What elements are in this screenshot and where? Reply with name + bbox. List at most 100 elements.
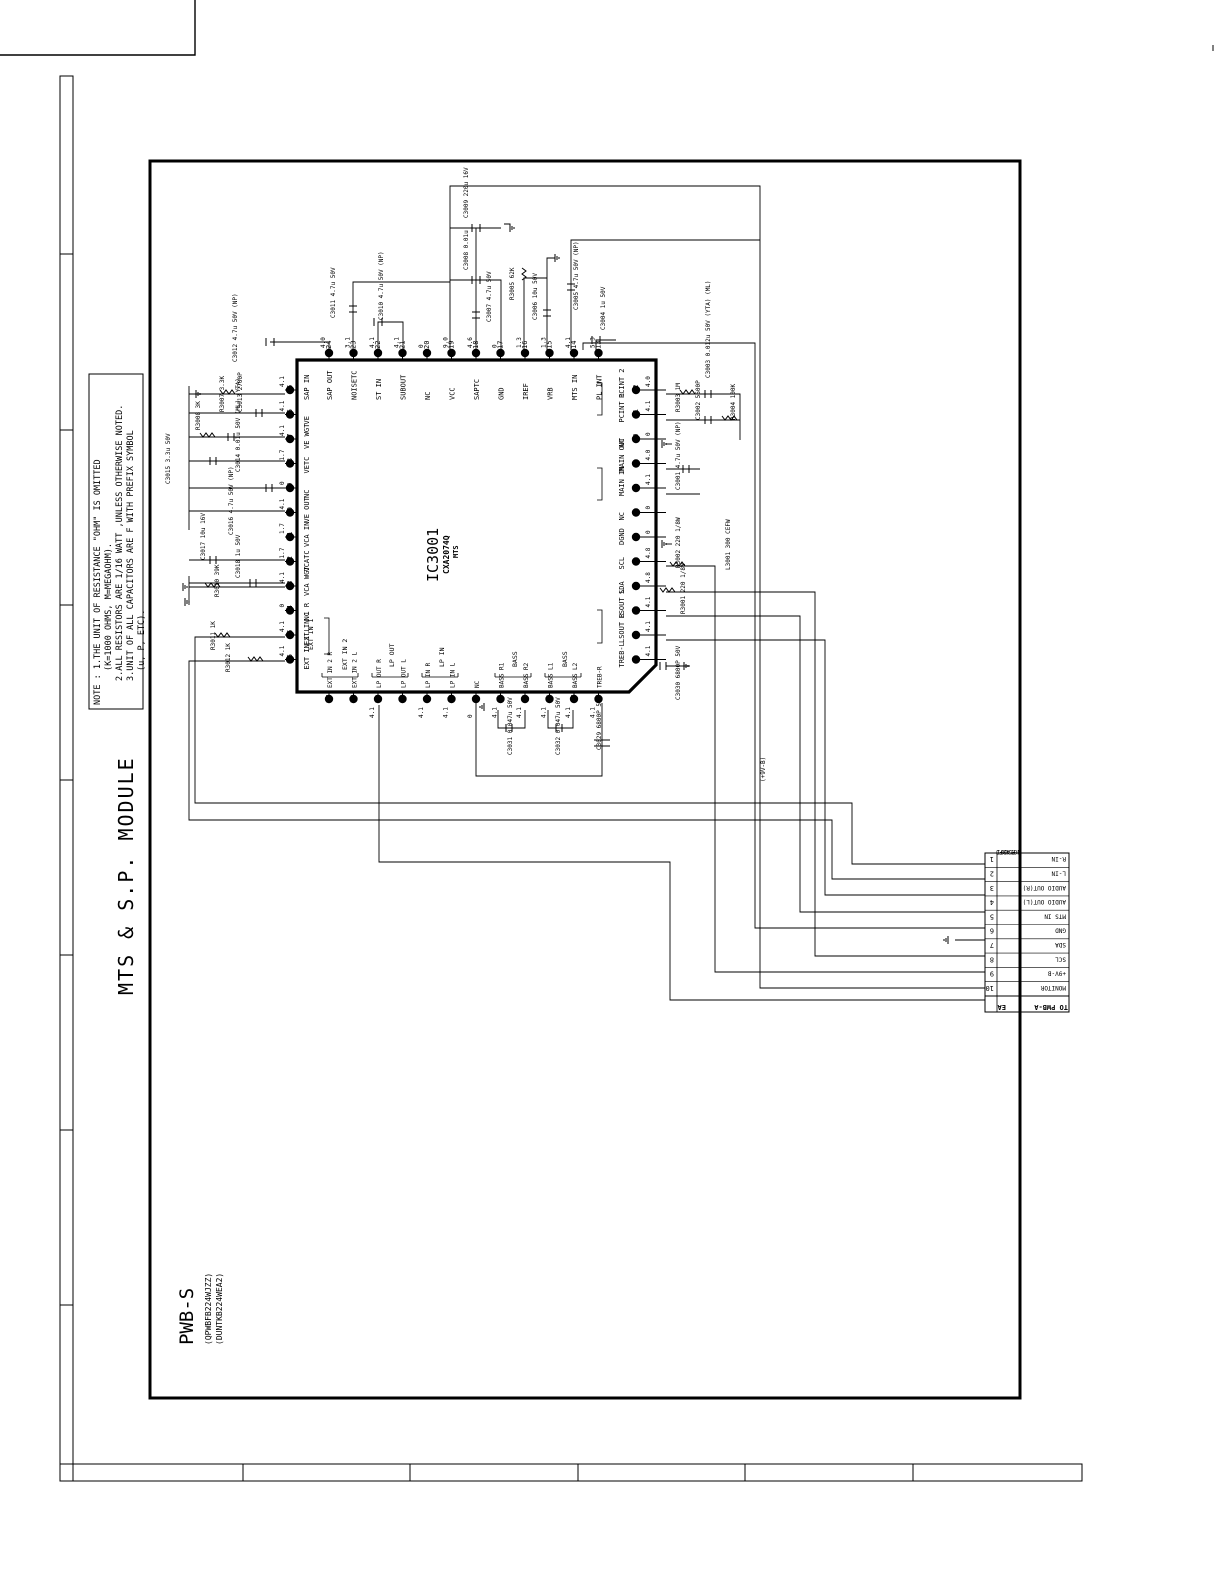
board-label: PWB-S (QPWBFB224WJZZ) (DUNTKB224WEA2) [176, 1273, 224, 1345]
component-label-c3031: C3031 0.047u 50V [507, 697, 514, 755]
ic-pin-label: LP OUT L [401, 659, 408, 688]
ic-pin-label: VETC [303, 457, 311, 474]
ic-pin-number: 7 [632, 511, 640, 515]
ic-pin-30 [285, 508, 295, 517]
ic-pin-number: 5 [632, 560, 640, 564]
component-label-c3006: C3006 10u 50V [532, 273, 539, 320]
svg-text:BASS: BASS [511, 651, 519, 667]
ic-pin-number: 12 [632, 385, 640, 393]
connector-pin-number: 2 [990, 869, 994, 877]
component-label-r3001: R3001 220 1/8W [680, 563, 687, 614]
note-line-2: (K=1000 OHMS, M=MEGAOHM). [104, 543, 114, 671]
ic-pin-label: LP IN L [450, 662, 457, 688]
ic-pin-number: 23 [350, 341, 358, 349]
ic-pin-voltage: 0 [418, 344, 425, 348]
ic-pin-27 [285, 434, 295, 444]
ic-pin-number: 33 [286, 581, 294, 589]
pin-group-labels: EXT IN 1 EXT IN 2 LP OUT LP IN BASS BASS [307, 619, 569, 670]
ic-pin-37 [324, 694, 334, 704]
ic-pin-45 [520, 694, 530, 704]
ic-pin-16 [520, 348, 530, 358]
ic-pin-voltage: 0 [492, 344, 499, 348]
ic-pin-23 [349, 348, 358, 358]
ic-pin-number: 2 [632, 634, 640, 638]
ic-pin-voltage: 4.1 [590, 707, 597, 718]
ic-pin-label: NC [303, 490, 311, 498]
ic-pin-20 [422, 348, 432, 358]
bus-label: (+9V-B) [760, 757, 767, 782]
ic-pin-label: NC [424, 392, 432, 400]
page-title: MTS & S.P. MODULE [114, 756, 138, 995]
ic-pin-number: 44 [497, 695, 505, 703]
board-name: PWB-S [176, 1288, 198, 1345]
component-symbols [199, 224, 738, 747]
ic-pin-voltage: 4.1 [492, 707, 499, 718]
ic-pin-3 [631, 606, 641, 615]
ic-pin-number: 9 [632, 462, 640, 466]
ic-pin-number: 45 [521, 695, 529, 703]
ic-pin-label: LSOUT L [618, 589, 626, 619]
ic-pin-number: 8 [632, 487, 640, 491]
component-label-l3001: L3001 300 CEFW [725, 519, 732, 570]
ic-pin-35 [285, 630, 295, 640]
pin-group-brackets [321, 382, 603, 678]
ic-pin-voltage: 3.1 [345, 337, 352, 348]
connector-pin-number: 3 [990, 884, 994, 892]
ic-pin-11 [631, 410, 641, 419]
ic-pin-14 [569, 348, 579, 358]
ic-pin-10 [631, 434, 641, 444]
ic-pin-label: EXT IN 1 R [303, 602, 311, 645]
connector-pin-signal: +9V-B [1048, 970, 1066, 977]
ic-pin-voltage: 0 [645, 506, 652, 510]
ic-pin-28 [285, 459, 295, 468]
component-label-c3016: C3016 4.7u 50V (NP) [228, 466, 235, 535]
ic-pin-number: 14 [570, 341, 578, 349]
svg-text:LP IN: LP IN [438, 647, 446, 667]
ic-pin-label: TREB-R [597, 666, 604, 688]
ic-pin-label: BASS R2 [523, 662, 530, 688]
ic-pin-number: 46 [546, 695, 554, 703]
component-label-c3012: C3012 4.7u 50V (NP) [232, 293, 239, 362]
ic-pin-25 [285, 385, 295, 395]
ic-pin-label: GND [498, 387, 506, 400]
component-label-c3029: C3029 6800P 50V [596, 695, 603, 750]
ic-pin-33 [285, 581, 295, 591]
ic-pin-46 [545, 694, 554, 704]
ic-pin-voltage: 4.1 [369, 337, 376, 348]
ic-pin-34 [285, 606, 295, 615]
ic-pin-29 [285, 483, 295, 493]
ic-pin-label: EXT IN 1 L [303, 627, 311, 669]
ic-pin-label: SUBOUT [400, 374, 408, 400]
pwb-outline [148, 159, 1022, 1400]
ic-pin-label: SAPTC [473, 379, 481, 400]
ic-pin-voltage: 4.1 [279, 621, 286, 632]
ic-pin-47 [569, 694, 579, 704]
svg-text:EXT IN 1: EXT IN 1 [307, 619, 315, 650]
ic-pin-label: SAP IN [303, 375, 311, 400]
ic-pin-label: DGND [618, 528, 626, 545]
ic-pin-9 [631, 459, 641, 468]
note-line-3: 2.ALL RESISTORS ARE 1/16 WATT ,UNLESS OT… [115, 405, 125, 681]
notes: NOTE : 1.THE UNIT OF RESISTANCE "OHM" IS… [93, 405, 147, 705]
component-label-c3008: C3008 0.01u [463, 230, 470, 270]
ic-pin-voltage: 4.1 [418, 707, 425, 718]
ic-pin-label: PL INT [596, 374, 604, 400]
connector-pin-signal: SDA [1055, 941, 1066, 948]
connector-pin-number: 10 [986, 984, 994, 992]
ic-pin-38 [349, 694, 358, 704]
ic-pin-26 [285, 410, 295, 419]
component-label-r3005: R3005 62K [509, 267, 516, 300]
board-part-1: (QPWBFB224WJZZ) [204, 1273, 213, 1345]
ic-pin-6 [631, 532, 641, 542]
ic-pin-number: 4 [632, 585, 640, 589]
ic-pin-24 [324, 348, 334, 358]
ic-pin-label: EXT IN 2 L [352, 651, 359, 688]
ic-pin-voltage: 4.1 [369, 707, 376, 718]
connector-pin-number: 4 [990, 898, 994, 906]
ic-pin-voltage: 5.3 [590, 337, 597, 348]
component-label-c3001: C3001 4.7u 50V (NP) [675, 421, 682, 490]
connector-pin-signal: GND [1055, 927, 1066, 934]
ic-pin-number: 39 [374, 695, 382, 703]
component-label-r3003: R3003 1M [675, 383, 682, 412]
ic-pin-label: LP OUT R [376, 659, 383, 688]
